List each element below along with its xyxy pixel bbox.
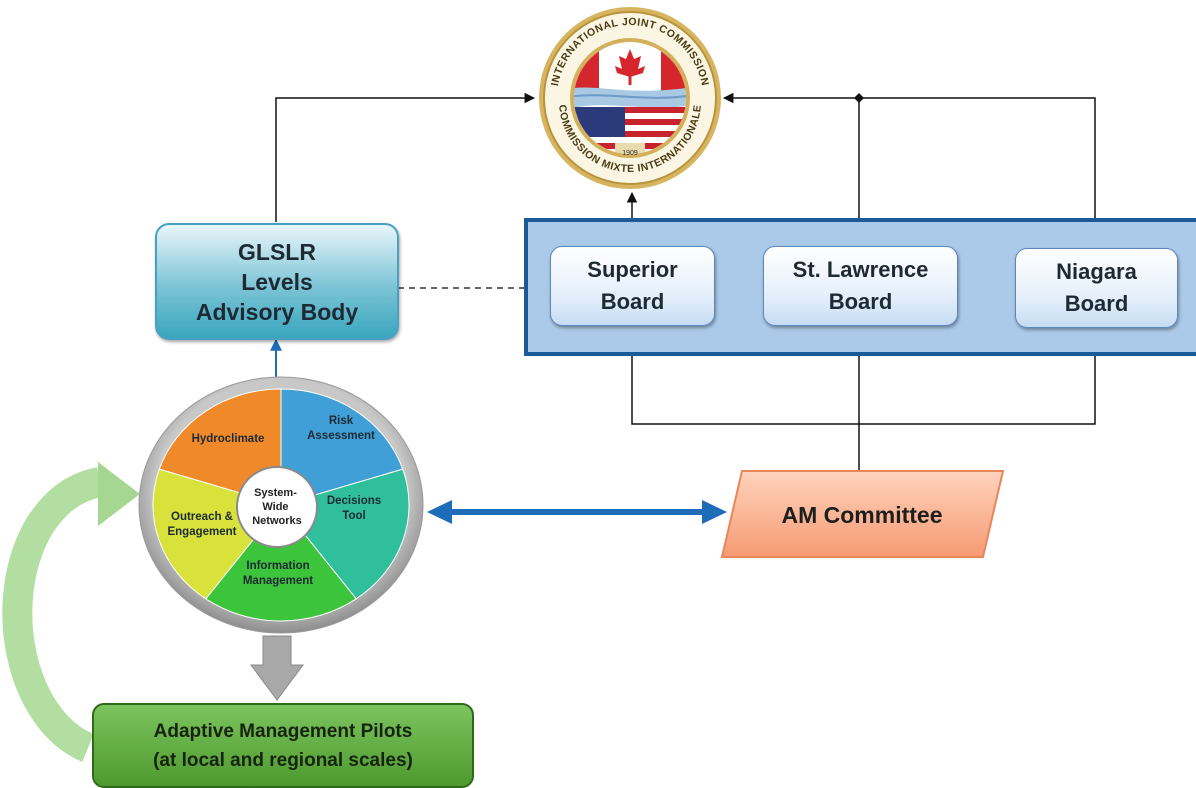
board-label-line2: Board	[600, 289, 665, 314]
feedback-loop-arrow	[2, 462, 140, 762]
board-label-line1: Niagara	[1056, 259, 1137, 284]
wheel-segment-label: Outreach &Engagement	[167, 511, 236, 538]
wheel-segment	[205, 504, 357, 622]
am-committee-box: AM Committee	[720, 470, 1005, 558]
wheel-to-pilots-arrow	[250, 635, 304, 701]
junction-dot	[854, 93, 864, 103]
wheel-center-circle	[236, 466, 318, 548]
adaptive-management-pilots-box: Adaptive Management Pilots (at local and…	[92, 703, 474, 788]
am-to-superior-line	[626, 328, 859, 425]
ijc-seal-logo: INTERNATIONAL JOINT COMMISSION COMMISSIO…	[539, 7, 721, 189]
advisory-body-line1: GLSLR	[238, 238, 316, 265]
wheel-am-double-arrow	[427, 500, 727, 524]
advisory-to-ijc-line	[275, 92, 536, 222]
st-lawrence-board-box: St. Lawrence Board	[763, 246, 958, 326]
advisory-body-line3: Advisory Body	[195, 298, 359, 325]
wheel-segment-label: Hydroclimate	[192, 433, 265, 445]
am-committee-label: AM Committee	[781, 502, 942, 528]
board-label-line1: Superior	[587, 257, 678, 282]
board-label-line2: Board	[828, 289, 893, 314]
pilots-line1: Adaptive Management Pilots	[153, 720, 413, 742]
board-label-line2: Board	[1064, 291, 1129, 316]
niagara-to-ijc-line	[722, 92, 1096, 248]
advisory-body-box: GLSLR Levels Advisory Body	[155, 223, 399, 340]
advisory-body-line2: Levels	[241, 268, 313, 295]
am-to-niagara-line	[859, 328, 1101, 425]
board-label-line1: St. Lawrence	[792, 257, 929, 282]
pilots-line2: (at local and regional scales)	[153, 749, 413, 771]
wheel-segment	[280, 388, 404, 506]
seal-year: 1909	[622, 150, 638, 157]
wheel-center-label: System- Wide Networks	[252, 487, 302, 527]
superior-board-box: Superior Board	[550, 246, 715, 326]
niagara-board-box: Niagara Board	[1015, 248, 1178, 328]
